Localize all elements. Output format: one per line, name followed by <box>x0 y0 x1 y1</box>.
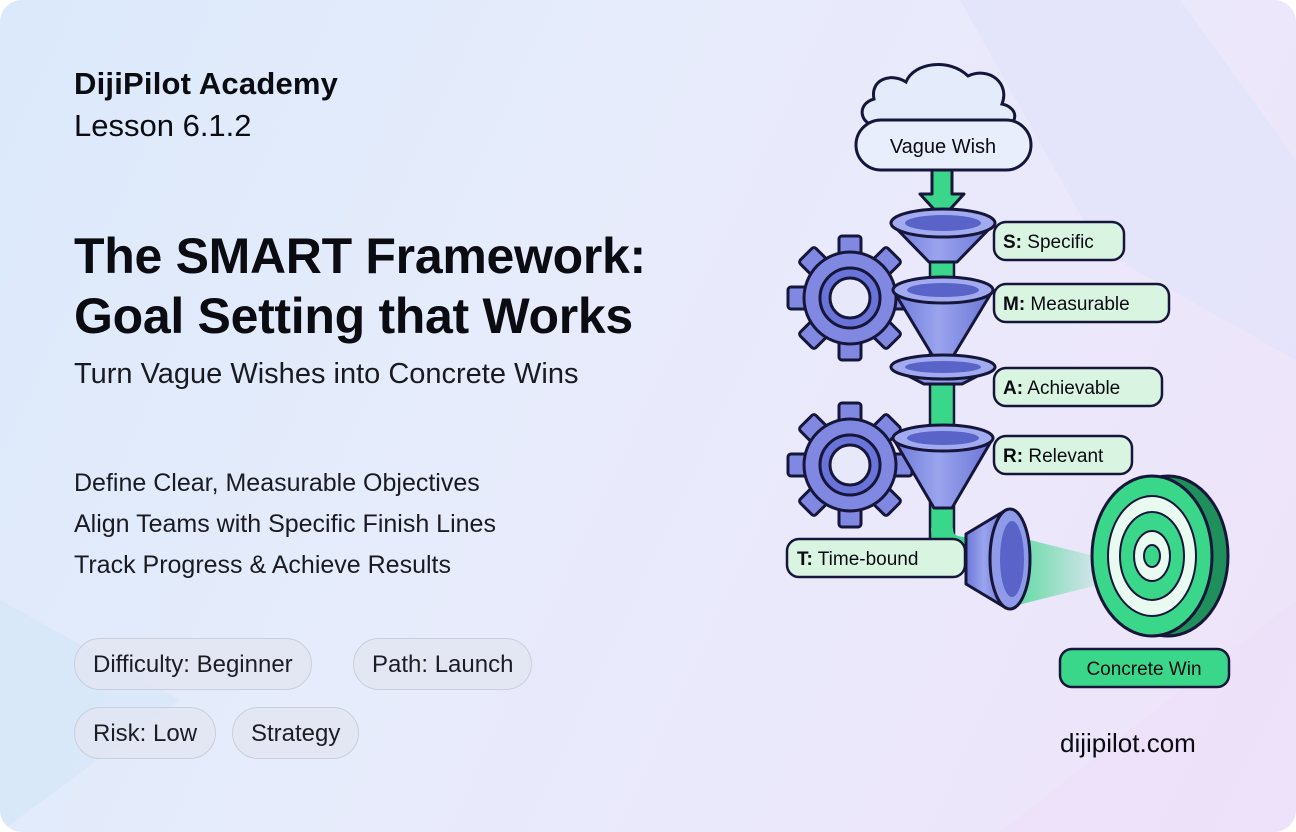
website-url: dijipilot.com <box>1060 728 1196 758</box>
step-label-time-bound: T: Time-bound <box>785 537 967 579</box>
funnel-r <box>891 423 995 510</box>
funnel-s <box>889 207 997 264</box>
svg-text:M: Measurable: M: Measurable <box>1003 294 1130 315</box>
tag-strategy: Strategy <box>232 707 360 759</box>
svg-text:Vague Wish: Vague Wish <box>890 136 996 158</box>
step-label-measurable: M: Measurable <box>992 282 1171 324</box>
page-subtitle: Turn Vague Wishes into Concrete Wins <box>74 358 579 390</box>
title-line-1: The SMART Framework: <box>74 228 646 284</box>
gear-icon <box>786 401 914 529</box>
lesson-number: Lesson 6.1.2 <box>74 108 252 143</box>
target-icon <box>1090 474 1230 638</box>
cloud-icon <box>860 63 1017 128</box>
benefit-item: Define Clear, Measurable Objectives <box>74 469 480 497</box>
svg-text:S: Specific: S: Specific <box>1003 232 1094 253</box>
funnel-t <box>964 507 1032 611</box>
brand-name: DijiPilot Academy <box>74 66 339 101</box>
concrete-win-label: Concrete Win <box>1058 647 1231 689</box>
title-line-2: Goal Setting that Works <box>74 288 633 344</box>
step-label-relevant: R: Relevant <box>992 434 1134 476</box>
svg-text:Concrete Win: Concrete Win <box>1086 659 1201 680</box>
benefit-item: Align Teams with Specific Finish Lines <box>74 510 496 538</box>
vague-wish-label: Vague Wish <box>854 118 1033 172</box>
svg-text:T: Time-bound: T: Time-bound <box>797 549 918 570</box>
benefit-list: Define Clear, Measurable Objectives Alig… <box>74 463 496 586</box>
funnel-m <box>891 275 995 360</box>
page-title: The SMART Framework: Goal Setting that W… <box>74 226 646 346</box>
tag-difficulty: Difficulty: Beginner <box>74 638 312 690</box>
benefit-item: Track Progress & Achieve Results <box>74 551 451 579</box>
svg-text:R: Relevant: R: Relevant <box>1003 446 1104 467</box>
step-label-achievable: A: Achievable <box>992 366 1164 408</box>
funnel-a <box>889 353 997 386</box>
tag-risk: Risk: Low <box>74 707 217 759</box>
arrow-down-icon <box>918 168 966 220</box>
gear-icon <box>786 234 914 362</box>
tag-path: Path: Launch <box>353 638 533 690</box>
step-label-specific: S: Specific <box>992 220 1126 262</box>
svg-text:A: Achievable: A: Achievable <box>1003 378 1120 399</box>
